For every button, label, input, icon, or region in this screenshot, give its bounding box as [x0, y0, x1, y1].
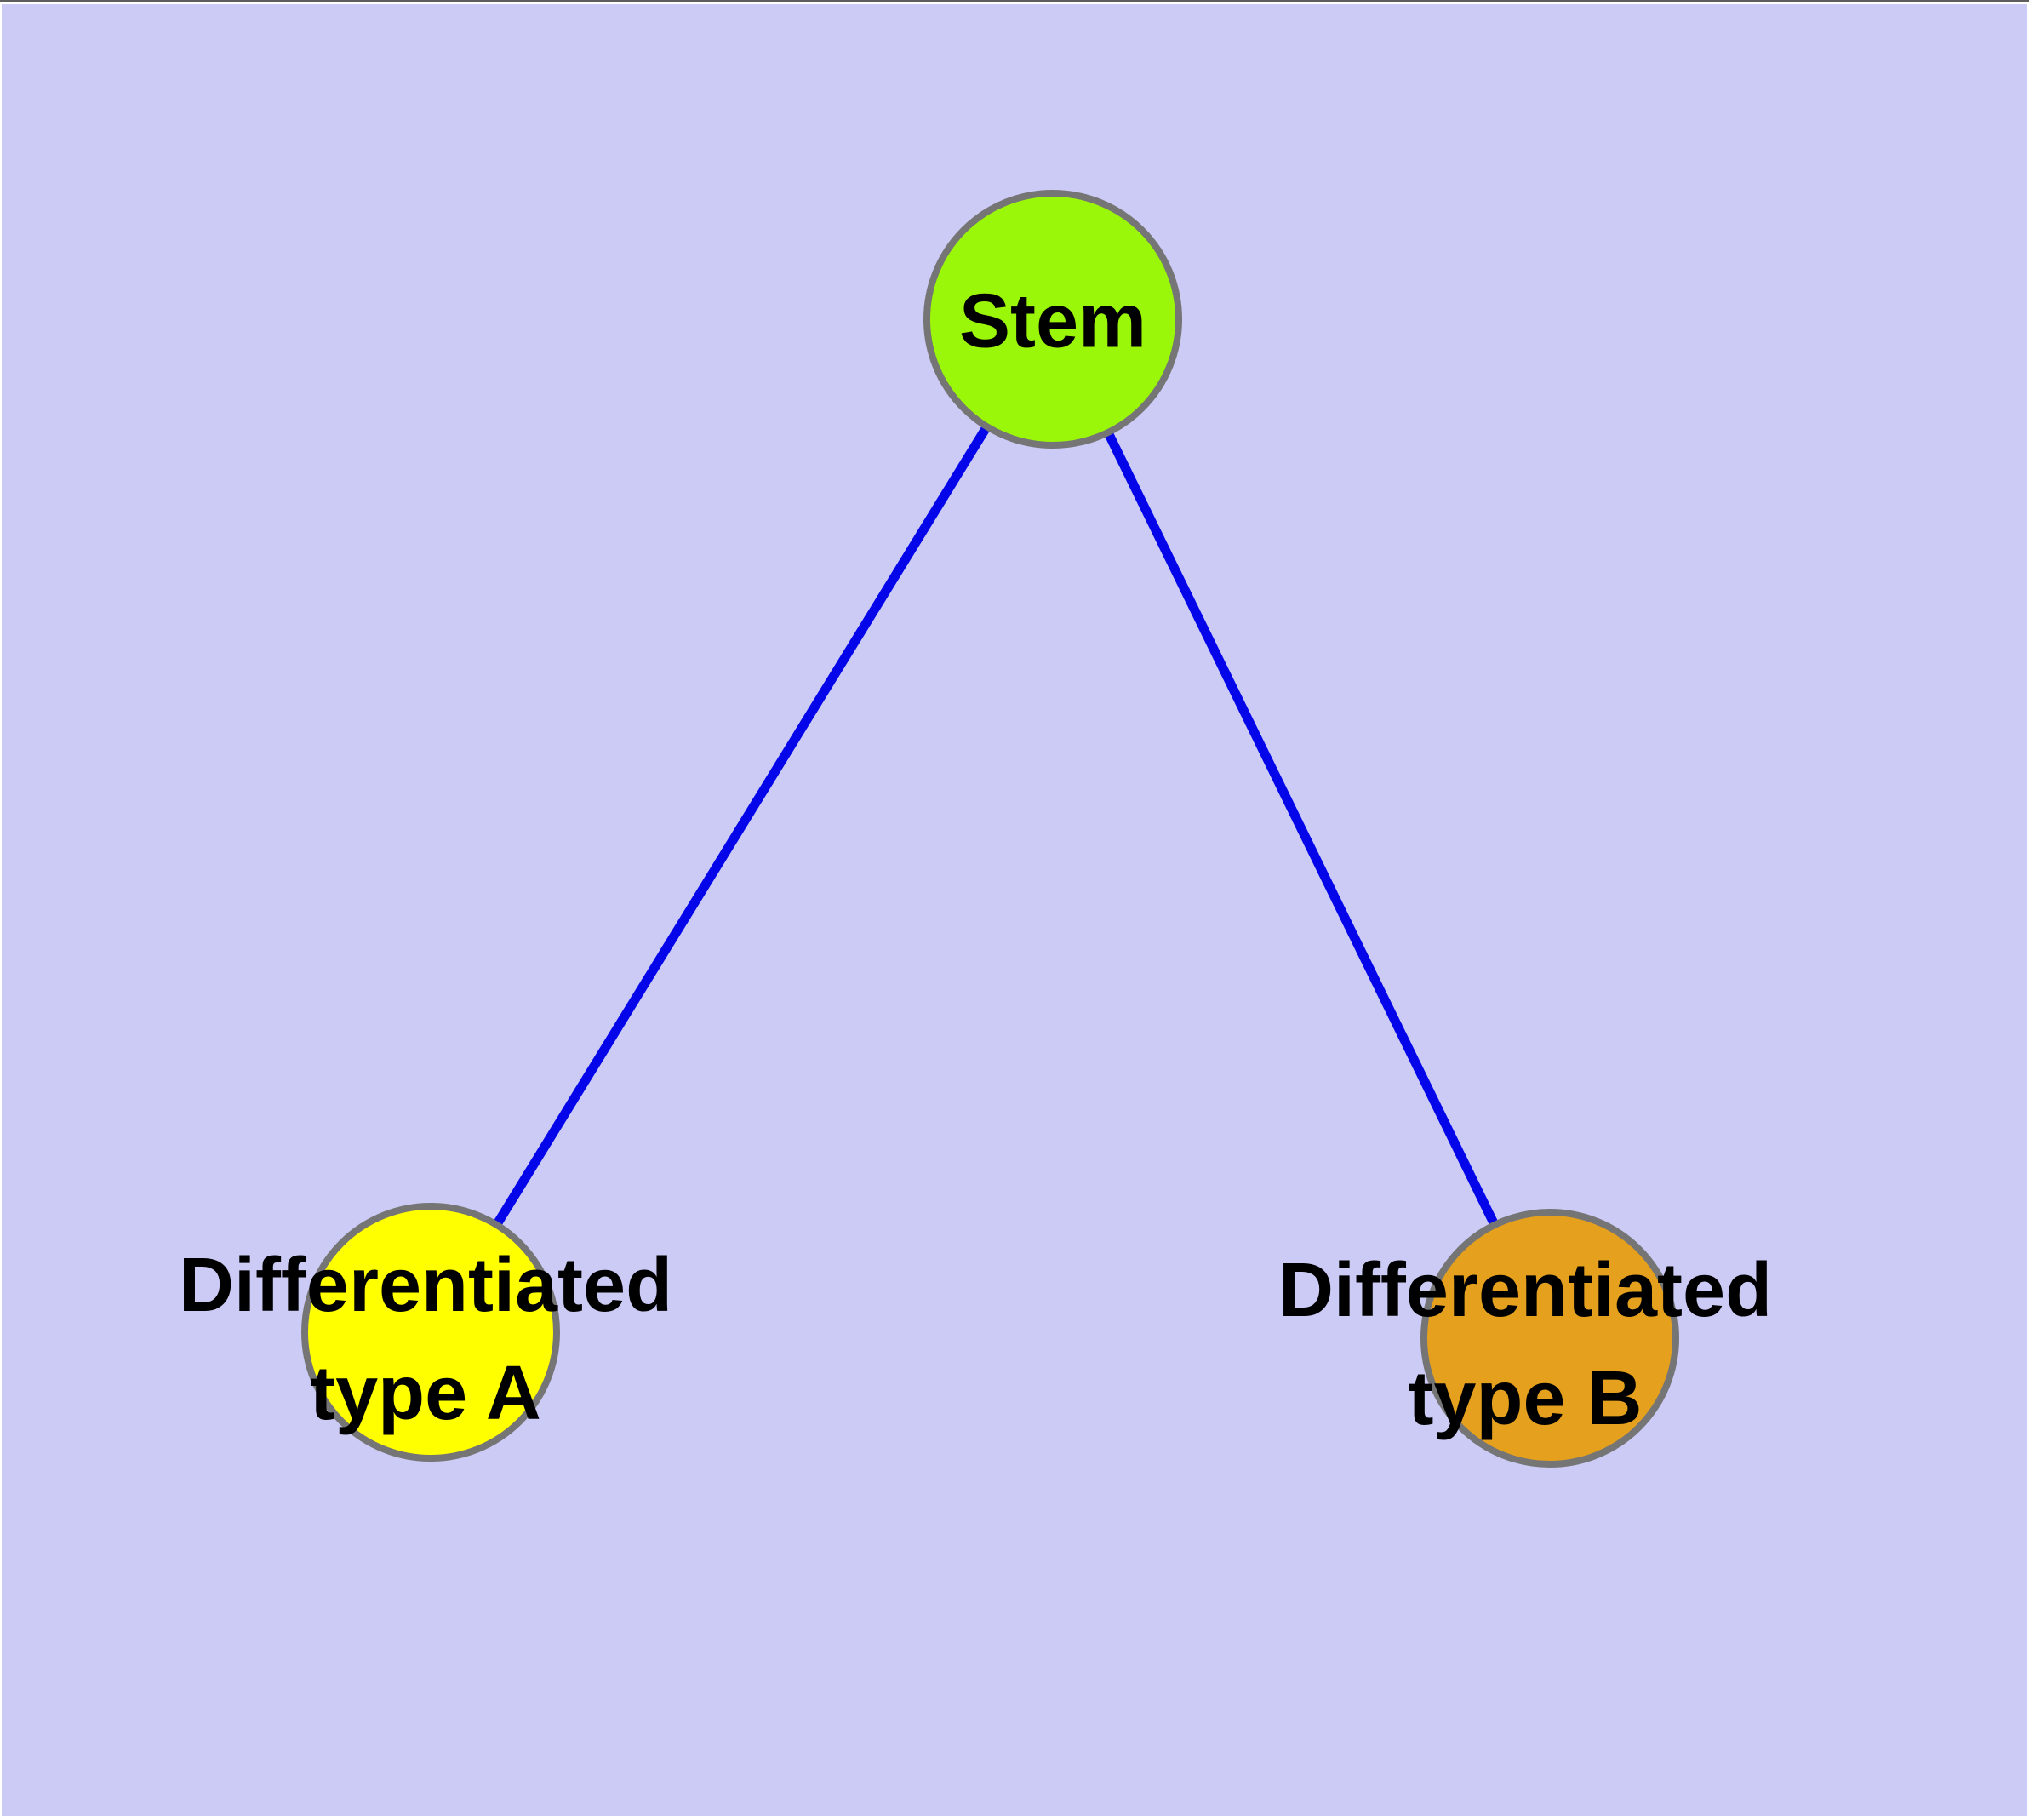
edge-stem-to-type-a: [426, 317, 1057, 1335]
node-stem-circle: [923, 190, 1182, 449]
node-differentiated-type-b-label: Differentiated type B: [1278, 1237, 1772, 1453]
node-stem-label: Stem: [959, 268, 1146, 376]
node-differentiated-type-a-label: Differentiated type A: [179, 1232, 672, 1448]
top-edge-line: [0, 0, 2029, 2]
edge-stem-to-type-b: [1049, 317, 1554, 1341]
node-label-line: Differentiated: [178, 1243, 673, 1329]
node-label-line: Differentiated: [1277, 1248, 1773, 1334]
node-label-line: Stem: [958, 278, 1147, 364]
node-differentiated-type-a-circle: [301, 1203, 560, 1462]
node-label-line: type B: [1408, 1356, 1643, 1441]
node-label-line: type A: [310, 1351, 541, 1436]
node-differentiated-type-b-circle: [1420, 1209, 1679, 1468]
diagram-canvas: Stem Differentiated type A Differentiate…: [2, 4, 2027, 1816]
